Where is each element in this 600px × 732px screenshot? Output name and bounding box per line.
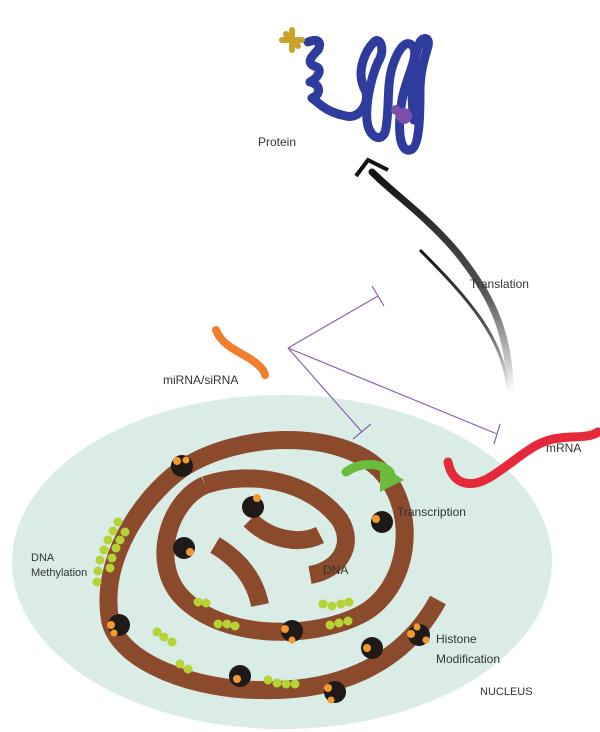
- translation-label: Translation: [470, 277, 529, 291]
- nucleus-label: NUCLEUS: [480, 686, 533, 698]
- methyl-group-icon: [230, 621, 240, 631]
- methyl-group-icon: [344, 597, 354, 607]
- histone-label-line2: Modification: [436, 652, 500, 666]
- histone-icon: [407, 623, 430, 646]
- methyl-group-icon: [105, 563, 115, 573]
- methyl-group-icon: [152, 627, 162, 637]
- histone-icon: [371, 511, 393, 533]
- methyl-group-icon: [108, 526, 118, 536]
- methyl-group-icon: [113, 517, 123, 527]
- histone-icon: [229, 665, 251, 687]
- methyl-group-icon: [115, 535, 125, 545]
- methyl-group-icon: [290, 679, 300, 689]
- methyl-group-icon: [175, 659, 185, 669]
- protein-tag-gold: [279, 27, 305, 53]
- translation-arrow-icon: [354, 157, 514, 396]
- histone-icon: [242, 494, 264, 518]
- transcription-arrow-icon: [341, 460, 404, 492]
- histone-icon: [361, 637, 383, 659]
- methyl-group-icon: [281, 679, 291, 689]
- histones: [107, 455, 430, 704]
- histone-icon: [324, 681, 346, 704]
- methyl-group-icon: [92, 577, 102, 587]
- histone-icon: [173, 537, 195, 559]
- methyl-group-icon: [222, 619, 232, 629]
- methyl-group-icon: [99, 545, 109, 555]
- histone-label-line1: Histone: [436, 632, 477, 646]
- methyl-group-icon: [343, 616, 353, 626]
- methyl-group-icon: [263, 675, 273, 685]
- methyl-group-icon: [213, 619, 223, 629]
- methyl-group-icon: [318, 599, 328, 609]
- histone-icon: [171, 455, 193, 477]
- methyl-group-icon: [95, 555, 105, 565]
- mirna-strand-icon: [212, 326, 269, 379]
- protein-label: Protein: [258, 135, 296, 149]
- methyl-group-icon: [167, 637, 177, 647]
- methyl-group-icon: [272, 678, 282, 688]
- folded-protein-icon: [279, 27, 433, 155]
- methyl-group-icon: [107, 553, 117, 563]
- methyl-group-icon: [201, 598, 211, 608]
- methyl-group-icon: [327, 601, 337, 611]
- mrna-label: mRNA: [546, 441, 581, 455]
- dna-methylation-label-line1: DNA: [31, 552, 55, 564]
- histone-icon: [281, 620, 303, 644]
- dna-methylation-label-line2: Methylation: [31, 567, 87, 579]
- transcription-label: Transcription: [397, 505, 466, 519]
- mirna-label: miRNA/siRNA: [163, 373, 238, 387]
- histone-icon: [107, 614, 130, 637]
- methyl-group-icon: [159, 632, 169, 642]
- methyl-group-icon: [183, 664, 193, 674]
- dna-label: DNA: [323, 563, 348, 577]
- inhibition-lines: [287, 285, 501, 445]
- methyl-group-icon: [334, 618, 344, 628]
- dna-methylation-marks: [92, 517, 354, 689]
- methyl-group-icon: [336, 599, 346, 609]
- methyl-group-icon: [193, 597, 203, 607]
- methyl-group-icon: [120, 527, 130, 537]
- methyl-group-icon: [325, 620, 335, 630]
- mrna-strand-icon: [443, 427, 600, 488]
- methyl-group-icon: [111, 543, 121, 553]
- protein-tag-purple: [391, 105, 401, 115]
- methyl-group-icon: [93, 566, 103, 576]
- methyl-group-icon: [103, 535, 113, 545]
